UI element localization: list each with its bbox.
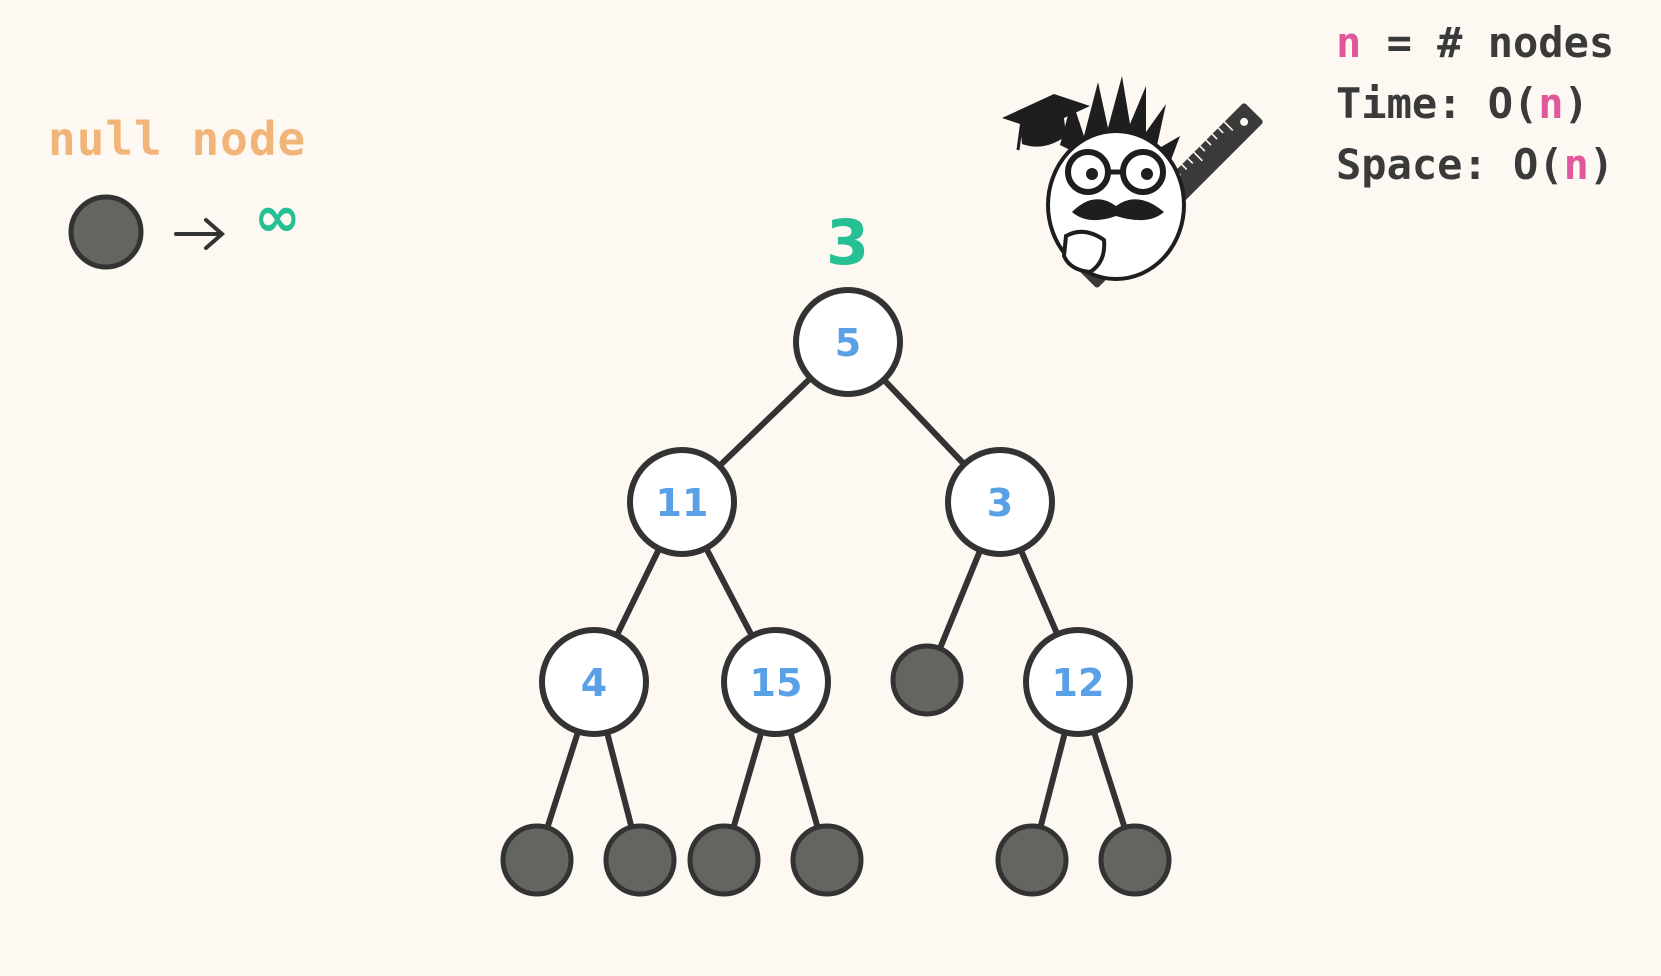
- tree-node-4: 4: [539, 627, 649, 737]
- tree-node-11: 11: [627, 447, 737, 557]
- value-nodes: 5 11 3 4 15 12: [539, 287, 1133, 737]
- node-circle: [539, 627, 649, 737]
- node-value: 15: [750, 661, 803, 705]
- null-nodes: [500, 643, 1172, 897]
- node-circle: [793, 287, 903, 397]
- arrow-icon: [174, 218, 226, 250]
- time-complexity: Time: O(n): [1336, 79, 1589, 128]
- infinity-value: ∞: [254, 185, 301, 250]
- node-circle: [945, 447, 1055, 557]
- legend-title: null node: [48, 112, 307, 166]
- null-node: [995, 823, 1069, 897]
- null-node: [603, 823, 677, 897]
- null-node: [890, 643, 964, 717]
- professor-mascot-icon: [1002, 76, 1263, 288]
- node-value: 5: [835, 321, 861, 365]
- space-complexity: Space: O(n): [1336, 140, 1615, 189]
- node-circle: [1023, 627, 1133, 737]
- graduation-cap-icon: [1002, 94, 1090, 151]
- node-circle: [627, 447, 737, 557]
- tree-edges: [534, 339, 1138, 863]
- result-value: 3: [826, 206, 870, 279]
- complexity-var: n: [1336, 18, 1362, 67]
- tree-node-5: 5: [793, 287, 903, 397]
- null-node: [687, 823, 761, 897]
- node-value: 4: [581, 661, 607, 705]
- tree-node-12: 12: [1023, 627, 1133, 737]
- node-value: 11: [656, 481, 709, 525]
- node-circle: [721, 627, 831, 737]
- tree-node-3: 3: [945, 447, 1055, 557]
- null-node: [1098, 823, 1172, 897]
- null-node: [790, 823, 864, 897]
- node-value: 3: [987, 481, 1013, 525]
- null-node: [500, 823, 574, 897]
- legend-null-node: [68, 194, 144, 270]
- complexity-definition: n = # nodes: [1336, 18, 1615, 67]
- tree-node-15: 15: [721, 627, 831, 737]
- node-value: 12: [1052, 661, 1105, 705]
